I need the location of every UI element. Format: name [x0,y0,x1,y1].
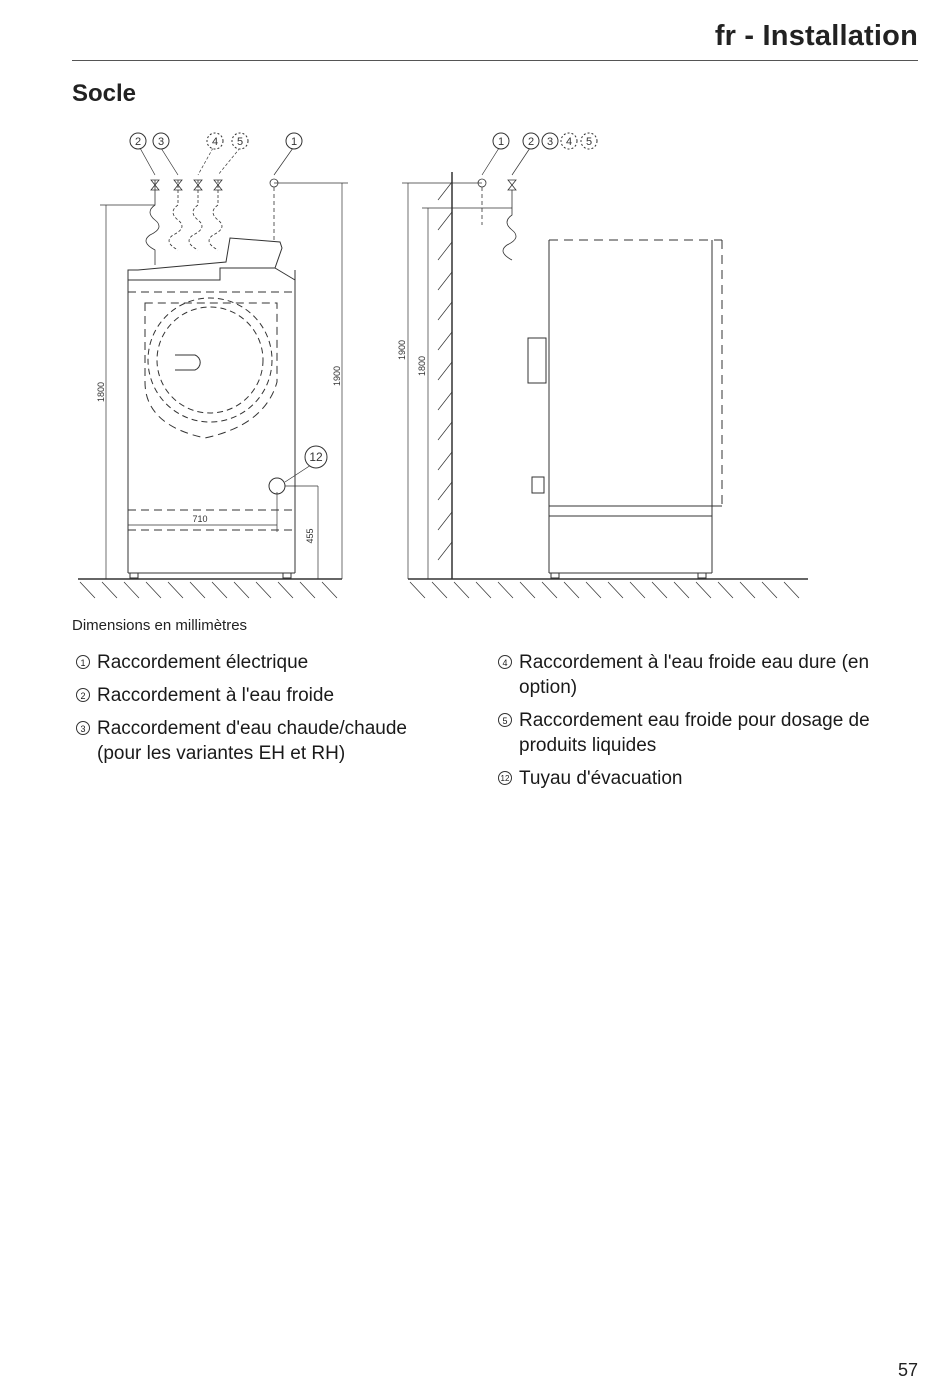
legend-number: 2 [76,688,90,702]
legend-item: 4 Raccordement à l'eau froide eau dure (… [498,650,918,700]
legend-text: Raccordement eau froide pour dosage de p… [519,710,870,756]
callout-2-front: 2 [135,136,141,148]
legend-item: 2 Raccordement à l'eau froide [76,683,456,708]
installation-drawing: 2 3 4 5 1 12 1 2 3 4 5 1800 1900 710 455… [78,132,808,599]
callout-5-front: 5 [237,136,243,148]
section-title: Socle [72,80,137,107]
dim-1900-side: 1900 [397,340,407,360]
legend-text: Tuyau d'évacuation [519,768,683,789]
legend-number: 3 [76,721,90,735]
callout-3-side: 3 [547,136,553,148]
legend-text: Raccordement électrique [97,652,309,673]
dim-455: 455 [305,528,315,543]
legend-text: Raccordement d'eau chaude/chaude (pour l… [97,718,407,764]
dim-1900-front: 1900 [332,366,342,386]
callout-4-side: 4 [566,136,572,148]
callout-5-side: 5 [586,136,592,148]
legend-right: 4 Raccordement à l'eau froide eau dure (… [498,650,918,799]
callout-4-front: 4 [212,136,218,148]
legend-left: 1 Raccordement électrique 2 Raccordement… [76,650,456,774]
legend-number: 5 [498,713,512,727]
legend-item: 12 Tuyau d'évacuation [498,766,918,791]
legend-number: 4 [498,655,512,669]
callout-3-front: 3 [158,136,164,148]
header-divider [72,60,918,61]
legend-text: Raccordement à l'eau froide eau dure (en… [519,652,870,698]
callout-2-side: 2 [528,136,534,148]
legend-item: 1 Raccordement électrique [76,650,456,675]
dim-710: 710 [192,514,207,524]
legend-number: 12 [498,771,512,785]
legend-text: Raccordement à l'eau froide [97,685,335,706]
page-number: 57 [897,1360,918,1380]
dim-1800-side: 1800 [417,356,427,376]
legend-number: 1 [76,655,90,669]
dimensions-caption: Dimensions en millimètres [72,617,248,634]
dim-1800-front: 1800 [96,382,106,402]
legend-item: 5 Raccordement eau froide pour dosage de… [498,708,918,758]
callout-12-front: 12 [309,450,323,464]
callout-1-front: 1 [291,136,297,148]
legend-item: 3 Raccordement d'eau chaude/chaude (pour… [76,716,456,766]
callout-1-side: 1 [498,136,504,148]
header-title: fr - Installation [714,20,918,52]
